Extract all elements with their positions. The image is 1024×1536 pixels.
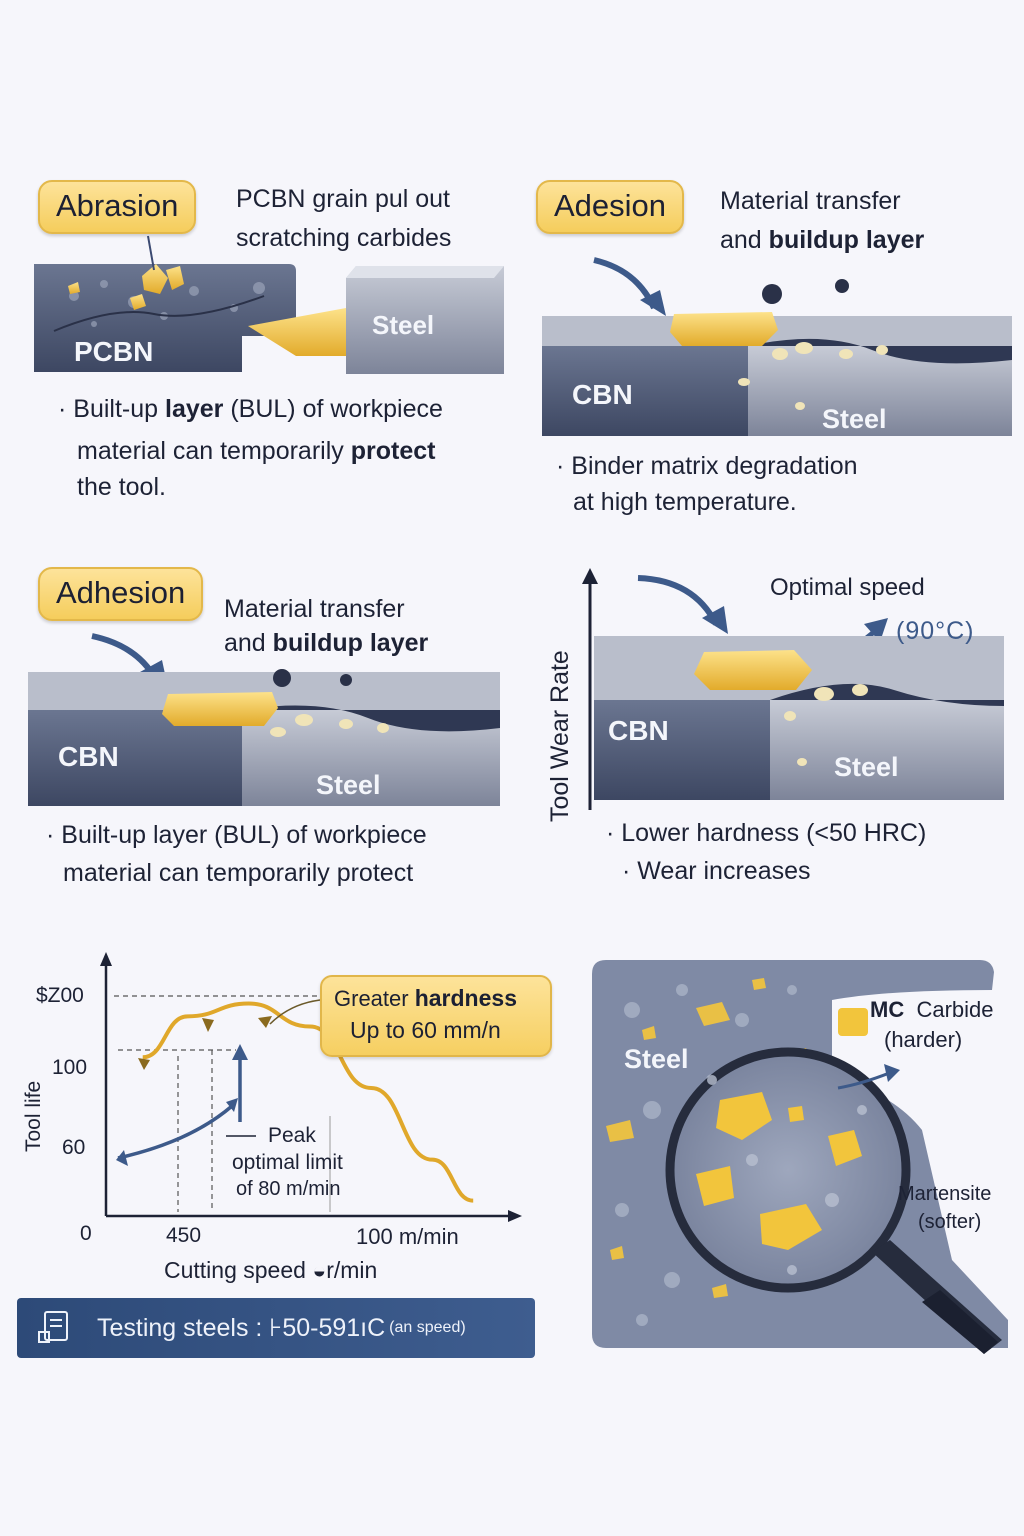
abrasion-illustration: PCBN Steel (34, 264, 504, 374)
tool-life-chart: $Z00 100 60 0 450 100 m/min Cutting spee… (22, 952, 522, 1283)
adesion-cbn-label: CBN (572, 379, 633, 410)
adesion-caption: Material transfer and buildup layer (720, 187, 925, 254)
adesion-chip (670, 312, 778, 346)
microstructure-illustration: Steel (592, 960, 1008, 1354)
wear-chip (694, 650, 812, 690)
x-tick-label: 450 (166, 1224, 201, 1247)
cbn-tool (542, 346, 748, 436)
wear-cbn-label: CBN (608, 715, 669, 746)
peak-label: Peak (268, 1124, 316, 1147)
abrasion-pointer (147, 235, 155, 271)
adhesion-tag: Adhesion (38, 567, 204, 621)
y-tick-label: $Z00 (36, 984, 84, 1007)
abrasion-tag: Abrasion (38, 180, 197, 234)
x-axis-label: Cutting speed ◒r/min (164, 1257, 377, 1283)
cbn-tool (594, 700, 770, 800)
hardness-callout: Greater hardness Up to 60 mm/n (320, 975, 552, 1057)
adhesion-caption: Material transfer and buildup layer (224, 595, 429, 657)
martensite-label: Martensite (softer) (898, 1183, 992, 1233)
left-arrow-icon (117, 1104, 234, 1160)
carbide-label: MC Carbide (harder) (870, 997, 994, 1052)
adhesion-bullets: · Built-up layer (BUL) of workpiece mate… (46, 821, 427, 887)
abrasion-pcbn-label: PCBN (74, 336, 153, 367)
document-icon (38, 1311, 68, 1343)
abrasion-bullets: · Built-up layer (BUL) of workpiece mate… (58, 395, 443, 501)
adesion-bullets: · Binder matrix degradation at high temp… (556, 452, 858, 516)
carbide-marker (838, 1008, 868, 1036)
adhesion-illustration: CBN Steel (28, 633, 500, 806)
wear-rate-axis-label: Tool Wear Rate (546, 650, 574, 822)
temperature-label: (90°C) (896, 617, 975, 645)
adhesion-chip (162, 692, 278, 726)
x-tick-label: 100 m/min (356, 1224, 459, 1249)
adesion-tag: Adesion (536, 180, 685, 234)
y-tick-label: 100 (52, 1056, 87, 1079)
optimal-speed-label: Optimal speed (770, 574, 925, 601)
adesion-steel-label: Steel (822, 404, 887, 434)
y-tick-label: 60 (62, 1136, 85, 1159)
adesion-illustration: CBN Steel (542, 257, 1012, 436)
abrasion-steel-label: Steel (372, 310, 434, 340)
magnifier-lens-icon (665, 1047, 911, 1293)
y-axis-label: Tool life (22, 1081, 45, 1152)
pcbn-grains (68, 264, 184, 310)
micro-steel-label: Steel (624, 1044, 689, 1074)
abrasion-caption: PCBN grain pul out scratching carbides (236, 185, 452, 252)
steel-block (770, 700, 1004, 800)
adhesion-steel-label: Steel (316, 770, 381, 800)
testing-steels-banner: Testing steels : ⊦50-591ıC (an speed) (17, 1298, 535, 1358)
gold-chip (248, 308, 346, 356)
wear-rate-bullets: · Lower hardness (<50 HRC) · Wear increa… (606, 819, 927, 885)
adhesion-cbn-label: CBN (58, 741, 119, 772)
peak-label: optimal limit (232, 1151, 343, 1174)
x-tick-label: 0 (80, 1222, 92, 1245)
wear-steel-label: Steel (834, 752, 899, 782)
steel-block (346, 266, 504, 374)
wear-rate-illustration: Tool Wear Rate CBN Steel (546, 568, 1004, 822)
peak-label: of 80 m/min (236, 1178, 340, 1200)
